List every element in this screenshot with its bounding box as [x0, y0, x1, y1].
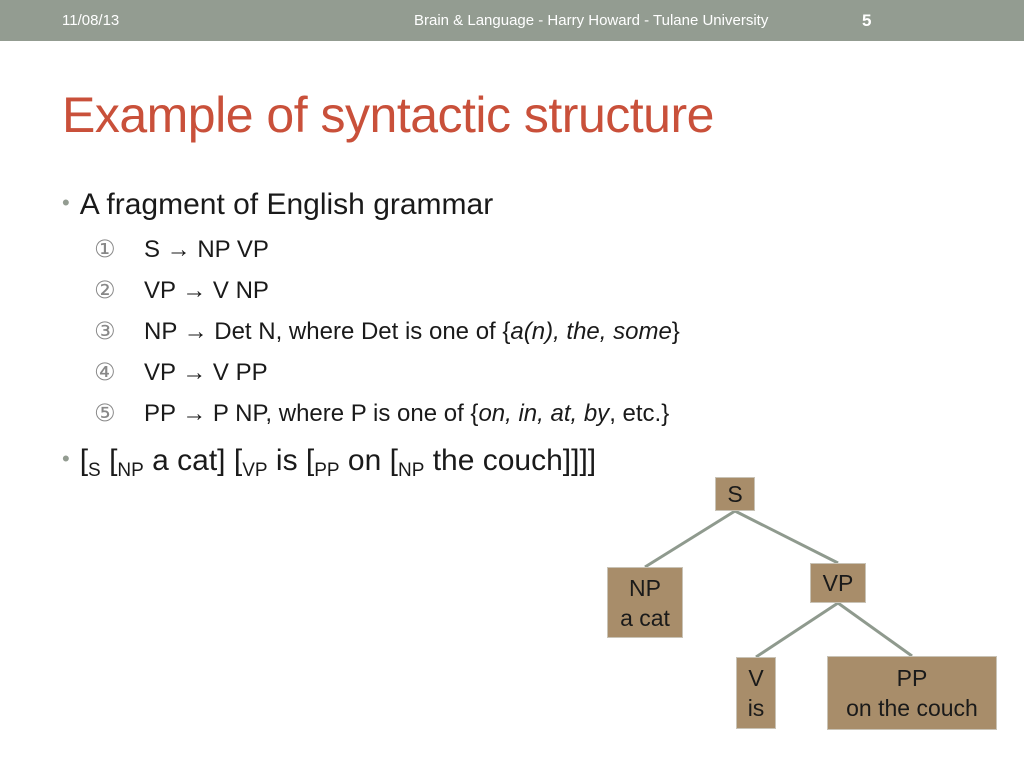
footer-title: Brain & Language - Harry Howard - Tulane…: [414, 12, 769, 29]
rule-italic-text: a(n), the, some: [510, 318, 672, 345]
rule-number: ②: [94, 277, 116, 304]
rule-number: ①: [94, 236, 116, 263]
rule-number: ④: [94, 359, 116, 386]
rule-text-end: }: [671, 318, 680, 345]
node-label: VP: [822, 570, 854, 596]
grammar-rule-4: ④ VP → V PP: [94, 358, 268, 387]
node-word: on the couch: [846, 695, 978, 721]
slide-date: 11/08/13: [62, 12, 120, 29]
tree-node-np: NP a cat: [607, 567, 683, 638]
grammar-rule-3: ③ NP → Det N, where Det is one of {a(n), …: [94, 317, 680, 346]
bracketing-text: [S [NP a cat] [VP is [PP on [NP the couc…: [79, 444, 597, 481]
tree-node-vp: VP: [810, 563, 866, 603]
bracket-text: the couch]]]]: [424, 444, 597, 477]
node-label: PP: [896, 665, 928, 691]
rule-number: ③: [94, 318, 116, 345]
rule-text: S → NP VP: [144, 236, 269, 263]
bullet-grammar-fragment: • A fragment of English grammar: [62, 188, 493, 222]
edge-s-vp: [734, 509, 839, 565]
slide-number: 5: [862, 11, 872, 30]
rule-italic-text: on, in, at, by: [478, 400, 610, 427]
bracket-text: a cat] [: [143, 444, 243, 477]
node-label: NP: [629, 574, 661, 601]
bracket-label: VP: [242, 460, 268, 481]
bracket-label: S: [88, 460, 101, 481]
tree-node-v: V is: [736, 657, 776, 729]
node-word: is: [747, 695, 765, 721]
grammar-rule-2: ② VP → V NP: [94, 276, 269, 305]
bracket-label: NP: [397, 460, 425, 481]
edge-vp-v: [755, 601, 839, 659]
node-label: S: [727, 481, 743, 507]
bullet-text: A fragment of English grammar: [79, 188, 494, 221]
rule-text: NP → Det N, where Det is one of {: [144, 318, 511, 345]
grammar-rule-5: ⑤ PP → P NP, where P is one of {on, in, a…: [94, 399, 669, 428]
bracket-text: [: [100, 444, 118, 477]
bracket-text: is [: [267, 444, 315, 477]
bullet-bracketing: •[S [NP a cat] [VP is [PP on [NP the cou…: [62, 444, 596, 482]
bullet-dot-icon: •: [62, 446, 70, 471]
rule-text: VP → V PP: [144, 359, 268, 386]
node-word: a cat: [620, 604, 670, 631]
tree-node-pp: PP on the couch: [827, 656, 997, 730]
tree-node-s: S: [715, 477, 755, 511]
bracket-text: on [: [339, 444, 398, 477]
rule-text-end: , etc.}: [609, 400, 670, 427]
header-bar: 11/08/13 Brain & Language - Harry Howard…: [0, 0, 1024, 41]
rule-text: VP → V NP: [144, 277, 269, 304]
rule-text: PP → P NP, where P is one of {: [144, 400, 479, 427]
bracket-label: NP: [117, 460, 144, 481]
bullet-dot-icon: •: [62, 190, 70, 215]
slide-title: Example of syntactic structure: [62, 87, 714, 143]
grammar-rule-1: ① S → NP VP: [94, 235, 269, 264]
rule-number: ⑤: [94, 400, 116, 427]
bracket-label: PP: [314, 460, 340, 481]
bracket-text: [: [79, 444, 89, 477]
node-label: V: [748, 665, 764, 691]
edge-vp-pp: [837, 601, 913, 658]
edge-s-np: [644, 509, 736, 569]
